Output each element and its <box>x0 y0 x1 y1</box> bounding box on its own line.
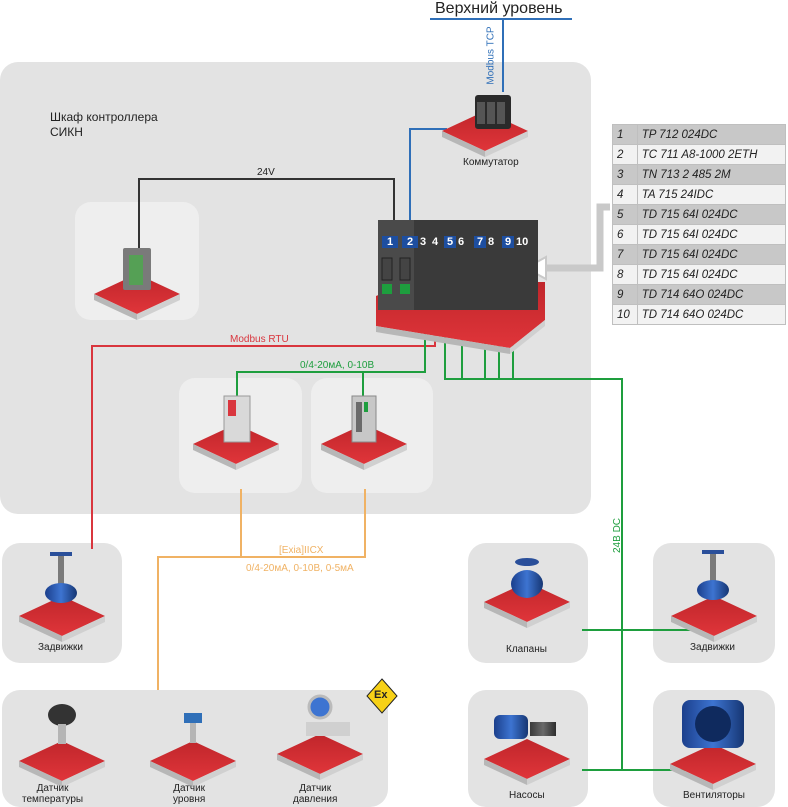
slot-1: 1 <box>382 236 398 248</box>
module-name: TD 714 64O 024DC <box>636 304 787 325</box>
slot-10: 10 <box>516 236 529 248</box>
temp-sensor-label: Датчик температуры <box>22 783 83 805</box>
valves-left-label: Задвижки <box>38 642 83 653</box>
module-name: TA 715 24IDC <box>636 184 787 205</box>
module-num: 9 <box>612 284 638 305</box>
modbus-tcp-label: Modbus TCP <box>485 26 497 85</box>
exia-label-line1: [Exia]IICX <box>279 545 324 556</box>
temp-sensor-label-line2: температуры <box>22 794 84 805</box>
modbus-rtu-label: Modbus RTU <box>230 334 289 345</box>
level-sensor-label: Датчик уровня <box>173 783 205 805</box>
module-num: 3 <box>612 164 638 185</box>
power-wire-label: 24V <box>257 167 275 178</box>
level-sensor-label-line1: Датчик <box>173 783 206 794</box>
module-name: TP 712 024DC <box>636 124 787 145</box>
module-name: TC 711 A8-1000 2ETH <box>636 144 787 165</box>
slot-4: 4 <box>432 236 439 248</box>
module-name: TN 713 2 485 2M <box>636 164 787 185</box>
cabinet-title-line1: Шкаф контроллера <box>50 110 158 124</box>
controller-slot-numbers: 1 2 3 4 5 6 7 8 9 10 <box>378 236 538 252</box>
module-name: TD 715 64I 024DC <box>636 264 787 285</box>
valves-main-label: Клапаны <box>506 644 547 655</box>
level-sensor-label-line2: уровня <box>173 794 206 805</box>
module-name: TD 715 64I 024DC <box>636 244 787 265</box>
slot-8: 8 <box>488 236 495 248</box>
slot-9: 9 <box>502 236 514 248</box>
slot-7: 7 <box>474 236 486 248</box>
dc24-label: 24В DC <box>612 517 624 554</box>
module-num: 10 <box>612 304 638 325</box>
analog-signal-label: 0/4-20мА, 0-10В <box>300 360 375 371</box>
switch-label: Коммутатор <box>463 157 519 168</box>
module-num: 7 <box>612 244 638 265</box>
module-num: 5 <box>612 204 638 225</box>
pressure-sensor-label-line2: давления <box>293 794 338 805</box>
slot-6: 6 <box>458 236 465 248</box>
valves-right-label: Задвижки <box>690 642 735 653</box>
module-num: 2 <box>612 144 638 165</box>
module-num: 4 <box>612 184 638 205</box>
ex-mark-icon: Ex <box>374 689 388 701</box>
exia-label-line2: 0/4-20мА, 0-10В, 0-5мА <box>246 563 354 574</box>
module-num: 8 <box>612 264 638 285</box>
module-name: TD 715 64I 024DC <box>636 204 787 225</box>
fans-label: Вентиляторы <box>683 790 745 801</box>
slot-5: 5 <box>444 236 456 248</box>
top-level-title: Верхний уровень <box>435 0 563 17</box>
module-name: TD 715 64I 024DC <box>636 224 787 245</box>
cabinet-title: Шкаф контроллера СИКН <box>50 110 158 140</box>
slot-3: 3 <box>420 236 427 248</box>
pumps-label: Насосы <box>509 790 545 801</box>
pressure-sensor-label: Датчик давления <box>293 783 337 805</box>
module-num: 6 <box>612 224 638 245</box>
module-num: 1 <box>612 124 638 145</box>
temp-sensor-label-line1: Датчик <box>36 783 69 794</box>
pressure-sensor-label-line1: Датчик <box>299 783 332 794</box>
module-name: TD 714 64O 024DC <box>636 284 787 305</box>
cabinet-title-line2: СИКН <box>50 125 83 139</box>
slot-2: 2 <box>402 236 418 248</box>
